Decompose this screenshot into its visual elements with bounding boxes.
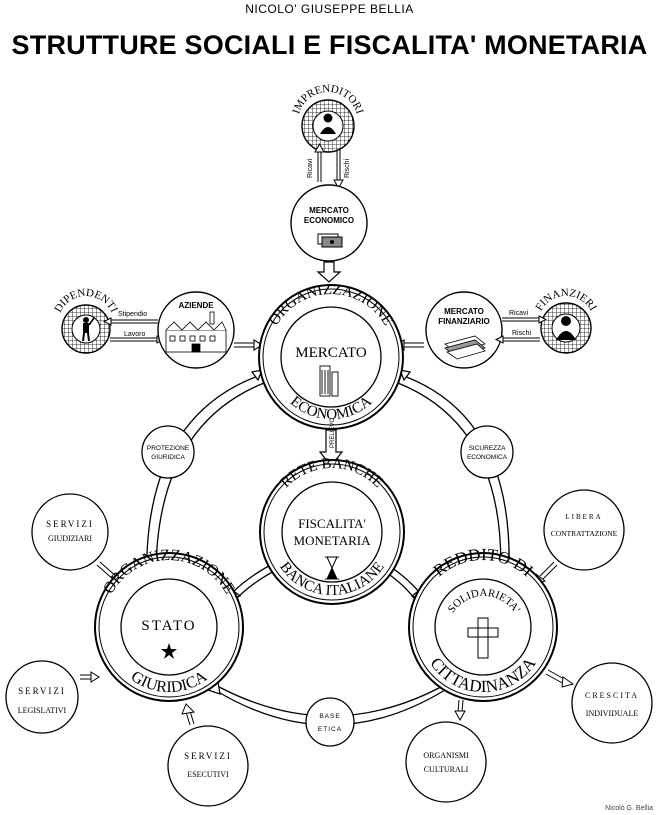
dipendenti-stipendio: Stipendio — [118, 311, 147, 318]
mercato-economico-node: MERCATO ECONOMICO — [290, 184, 368, 262]
protezione-giuridica-node: PROTEZIONE GIURIDICA — [141, 425, 195, 479]
imprenditori-rischi: Rischi — [344, 158, 351, 178]
prelievo-arrow — [318, 429, 344, 467]
organismi-arrow — [454, 699, 466, 722]
organizzazione-giuridica-node: ORGANIZZAZIONE GIURIDICA STATO — [94, 547, 244, 702]
legislativi-arrow — [80, 671, 100, 683]
mercato-finanziario-line2: FINANZIARIO — [438, 317, 490, 326]
mercato-economico-line2: ECONOMICO — [304, 216, 354, 225]
organismi-line2: CULTURALI — [424, 765, 469, 774]
servizi-legislativi-node: SERVIZI LEGISLATIVI — [5, 660, 79, 734]
organismi-line1: ORGANISMI — [423, 751, 469, 760]
aziende-to-organizzazione-arrow — [234, 339, 264, 351]
page-title: STRUTTURE SOCIALI E FISCALITA' MONETARIA — [11, 30, 648, 60]
servizi-giudiziari-node: SERVIZI GIUDIZIARI — [31, 493, 109, 571]
factory-icon — [165, 311, 227, 353]
prelievo-label: PRELIEVO — [330, 418, 336, 448]
mercato-finanziario-line1: MERCATO — [444, 307, 484, 316]
mercato-finanziario-node: MERCATO FINANZIARIO — [425, 291, 503, 369]
organismi-culturali-node: ORGANISMI CULTURALI — [405, 721, 487, 803]
base-etica-line2: ETICA — [318, 726, 342, 733]
hourglass-icon — [325, 556, 339, 580]
rete-banche-line2: MONETARIA — [294, 533, 372, 548]
finanzieri-ricavi: Ricavi — [509, 310, 529, 317]
finanzieri-arrows — [494, 315, 548, 344]
imprenditori-ricavi: Ricavi — [307, 158, 314, 178]
crescita-line2: INDIVIDUALE — [586, 709, 639, 718]
organizzazione-giuridica-center: STATO — [141, 618, 196, 634]
libera-line2: CONTRATTAZIONE — [551, 529, 618, 538]
protezione-line2: GIURIDICA — [151, 454, 185, 461]
protezione-line1: PROTEZIONE — [147, 445, 190, 452]
signature: Nicolò G. Bellia — [605, 805, 653, 812]
libera-contrattazione-node: LIBERA CONTRATTAZIONE — [543, 489, 625, 571]
money-icon — [317, 233, 343, 248]
servizi-esecutivi-line2: ESECUTIVI — [187, 770, 229, 779]
servizi-giudiziari-line1: SERVIZI — [46, 519, 94, 529]
aziende-label: AZIENDE — [178, 301, 214, 310]
finanzieri-rischi: Rischi — [512, 330, 532, 337]
mercato-to-organizzazione-arrow — [316, 261, 342, 283]
imprenditori-arrows — [314, 142, 344, 190]
crescita-line1: CRESCITA — [585, 691, 639, 700]
star-icon — [161, 643, 177, 659]
crescita-arrow — [545, 669, 575, 688]
dipendenti-lavoro: Lavoro — [124, 331, 146, 338]
servizi-esecutivi-node: SERVIZI ESECUTIVI — [167, 725, 249, 807]
rete-banche-node: RETE BANCHE BANCA ITALIANE FISCALITA' MO… — [259, 456, 405, 605]
reddito-cittadinanza-node: REDDITO DI CITTADINANZA SOLIDARIETA' — [408, 545, 558, 702]
building-icon — [319, 365, 339, 397]
organizzazione-economica-center: MERCATO — [295, 345, 367, 361]
libera-line1: LIBERA — [565, 513, 602, 521]
sicurezza-economica-node: SICUREZZA ECONOMICA — [460, 425, 514, 479]
base-etica-line1: BASE — [319, 713, 340, 720]
rete-banche-line1: FISCALITA' — [298, 516, 366, 531]
esecutivi-arrow — [181, 703, 196, 726]
base-etica-node: BASE ETICA — [305, 697, 355, 747]
author-name: NICOLO' GIUSEPPE BELLIA — [245, 2, 414, 16]
imprenditori-node: IMPRENDITORI — [290, 83, 366, 153]
servizi-giudiziari-line2: GIUDIZIARI — [48, 534, 92, 543]
servizi-esecutivi-line1: SERVIZI — [184, 751, 232, 761]
mercato-economico-line1: MERCATO — [309, 206, 349, 215]
ring-arrowheads — [206, 369, 412, 695]
organizzazione-economica-node: ORGANIZZAZIONE ECONOMICA MERCATO — [258, 282, 404, 430]
banknotes-icon — [444, 335, 486, 360]
aziende-node: AZIENDE — [157, 291, 235, 369]
crescita-individuale-node: CRESCITA INDIVIDUALE — [571, 662, 653, 744]
sicurezza-line1: SICUREZZA — [469, 445, 507, 452]
servizi-legislativi-line1: SERVIZI — [18, 686, 66, 696]
cross-icon — [467, 617, 499, 659]
sicurezza-line2: ECONOMICA — [467, 454, 508, 461]
servizi-legislativi-line2: LEGISLATIVI — [18, 706, 67, 715]
